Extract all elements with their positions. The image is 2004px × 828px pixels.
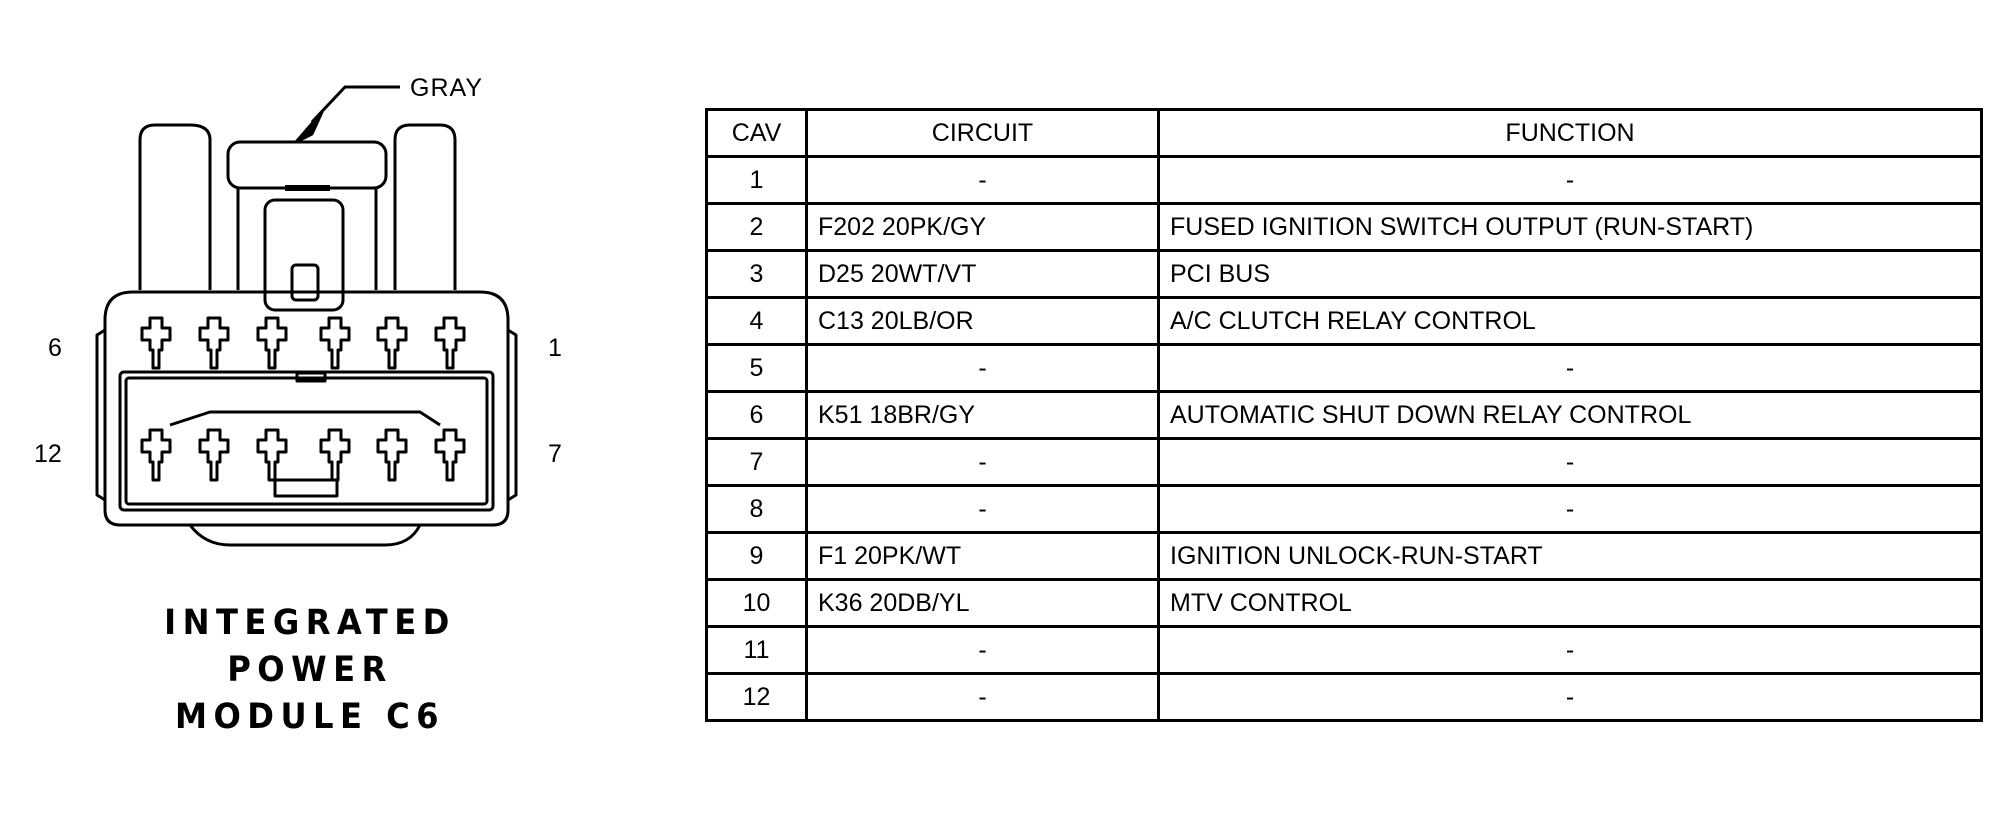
cell-function: - (1157, 625, 1983, 675)
terminal (198, 316, 230, 370)
lock-tab (226, 140, 388, 190)
wire-color-label: GRAY (410, 74, 483, 102)
cell-circuit: F202 20PK/GY (805, 202, 1160, 252)
cell-circuit: K36 20DB/YL (805, 578, 1160, 628)
table-row: 11-- (705, 625, 1983, 675)
pin-label-top-left: 6 (48, 334, 62, 362)
cell-function: PCI BUS (1157, 249, 1983, 299)
cell-cav: 4 (705, 296, 808, 346)
title-line: POWER (227, 650, 393, 690)
pin-label-bottom-left: 12 (34, 440, 62, 468)
cell-function: MTV CONTROL (1157, 578, 1983, 628)
cell-circuit: - (805, 672, 1160, 722)
title-line: MODULE C6 (174, 697, 446, 737)
header-function: FUNCTION (1157, 108, 1983, 158)
table-row: 1-- (705, 155, 1983, 205)
cell-cav: 10 (705, 578, 808, 628)
connector-housing (103, 290, 510, 527)
cell-function: - (1157, 343, 1983, 393)
table-row: 8-- (705, 484, 1983, 534)
cell-circuit: - (805, 343, 1160, 393)
cell-circuit: D25 20WT/VT (805, 249, 1160, 299)
terminal (319, 316, 351, 370)
cell-function: FUSED IGNITION SWITCH OUTPUT (RUN-START) (1157, 202, 1983, 252)
cell-cav: 12 (705, 672, 808, 722)
table-row: 12-- (705, 672, 1983, 722)
cell-function: IGNITION UNLOCK-RUN-START (1157, 531, 1983, 581)
connector-title: INTEGRATED POWER MODULE C6 (163, 600, 457, 741)
left-latch (138, 123, 212, 290)
cell-circuit: C13 20LB/OR (805, 296, 1160, 346)
cell-cav: 11 (705, 625, 808, 675)
connector-face-drawing (95, 85, 518, 547)
terminal (140, 316, 172, 370)
cell-circuit: - (805, 155, 1160, 205)
terminal (376, 316, 408, 370)
cell-circuit: - (805, 437, 1160, 487)
top-row-terminals (140, 316, 466, 370)
header-cav: CAV (705, 108, 808, 158)
cell-cav: 1 (705, 155, 808, 205)
right-latch (393, 123, 457, 290)
cell-circuit: F1 20PK/WT (805, 531, 1160, 581)
terminal (198, 428, 230, 482)
bottom-row-terminals (140, 428, 466, 482)
cell-function: - (1157, 672, 1983, 722)
cell-cav: 5 (705, 343, 808, 393)
terminal (140, 428, 172, 482)
terminal (256, 428, 288, 482)
cell-cav: 7 (705, 437, 808, 487)
terminal (434, 316, 466, 370)
title-line: INTEGRATED (164, 603, 456, 643)
cell-function: A/C CLUTCH RELAY CONTROL (1157, 296, 1983, 346)
cell-cav: 2 (705, 202, 808, 252)
pin-label-bottom-right: 7 (548, 440, 562, 468)
cell-circuit: - (805, 625, 1160, 675)
header-circuit: CIRCUIT (805, 108, 1160, 158)
terminal (434, 428, 466, 482)
cell-cav: 3 (705, 249, 808, 299)
lock-window (263, 198, 345, 312)
terminal (376, 428, 408, 482)
cell-circuit: - (805, 484, 1160, 534)
terminal (319, 428, 351, 482)
cell-cav: 6 (705, 390, 808, 440)
cell-function: - (1157, 437, 1983, 487)
table-row: 5-- (705, 343, 1983, 393)
cell-function: AUTOMATIC SHUT DOWN RELAY CONTROL (1157, 390, 1983, 440)
cell-circuit: K51 18BR/GY (805, 390, 1160, 440)
table-header-row: CAV CIRCUIT FUNCTION (705, 108, 1983, 158)
cell-cav: 9 (705, 531, 808, 581)
cell-function: - (1157, 155, 1983, 205)
terminal (256, 316, 288, 370)
cell-function: - (1157, 484, 1983, 534)
table-row: 7-- (705, 437, 1983, 487)
gray-leader-arrow (294, 85, 400, 144)
cell-cav: 8 (705, 484, 808, 534)
pin-label-top-right: 1 (548, 334, 562, 362)
